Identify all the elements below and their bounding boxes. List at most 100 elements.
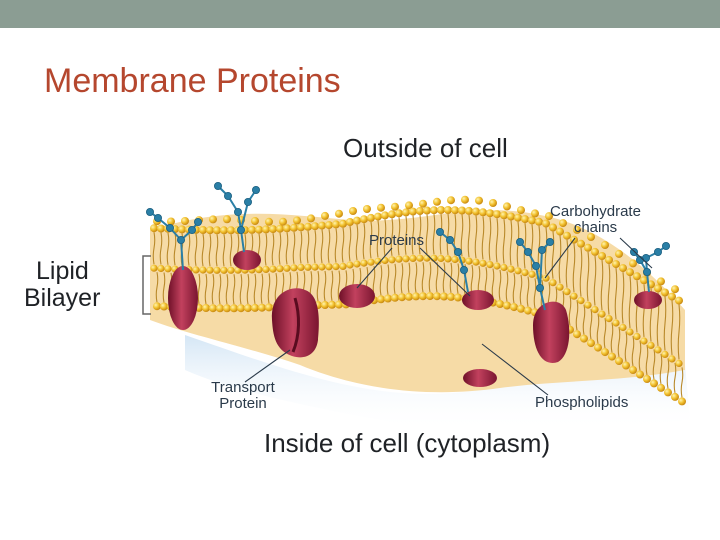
lipid-tail bbox=[341, 227, 345, 263]
lipid-head-top bbox=[458, 206, 466, 215]
lipid-head-bottom bbox=[216, 304, 224, 313]
lipid-head-top bbox=[346, 218, 354, 226]
lipid-head-top bbox=[633, 272, 641, 281]
lipid-tail bbox=[400, 263, 404, 294]
lipid-tail bbox=[610, 322, 614, 353]
lipid-head-mid bbox=[584, 301, 592, 309]
lipid-head-mid bbox=[437, 254, 445, 263]
lipid-head-top bbox=[605, 256, 613, 264]
lipid-tail bbox=[428, 262, 432, 293]
lipid-tail bbox=[187, 233, 191, 266]
lipid-tail bbox=[155, 272, 159, 303]
lipid-head-top bbox=[437, 206, 445, 214]
lipid-tail bbox=[239, 274, 243, 305]
lipid-head-top bbox=[381, 211, 389, 220]
lipid-tail bbox=[292, 231, 296, 264]
lipid-head-bottom bbox=[447, 292, 455, 301]
lipid-tail bbox=[218, 274, 222, 305]
carbohydrate-unit bbox=[662, 242, 671, 251]
lipid-head-mid bbox=[276, 265, 284, 273]
lipid-tail bbox=[530, 224, 534, 271]
lipid-head-mid bbox=[451, 255, 459, 264]
pointer-phospholipids bbox=[481, 343, 549, 396]
carbohydrate-unit bbox=[251, 186, 260, 195]
lipid-head-mid bbox=[549, 279, 557, 287]
lipid-head-top bbox=[535, 217, 543, 226]
lipid-head-mid bbox=[605, 315, 613, 323]
lipid-head-top bbox=[514, 213, 522, 222]
lipid-tail bbox=[589, 309, 593, 340]
lipid-head-mid bbox=[262, 265, 270, 273]
lipid-head-bottom bbox=[398, 293, 406, 302]
lipid-head-mid bbox=[325, 263, 333, 271]
protein-bottom bbox=[463, 369, 497, 387]
lipid-head-top bbox=[640, 276, 648, 285]
lipid-tail bbox=[162, 272, 166, 303]
lipid-head-mid bbox=[626, 328, 634, 336]
lipid-head-mid bbox=[591, 306, 599, 314]
lipid-head-mid bbox=[157, 264, 165, 273]
lipid-head-mid bbox=[318, 263, 326, 271]
lipid-head-top bbox=[626, 268, 634, 277]
carbohydrate-unit bbox=[654, 247, 663, 256]
lipid-head-mid bbox=[409, 254, 417, 262]
lipid-head-top bbox=[290, 223, 298, 232]
lipid-tail bbox=[680, 367, 684, 398]
lipid-head-top-back bbox=[307, 214, 315, 223]
membrane-illustration bbox=[142, 182, 690, 432]
lipid-head-mid bbox=[213, 266, 221, 274]
lipid-tail bbox=[362, 223, 366, 260]
lipid-head-mid bbox=[493, 262, 501, 270]
lipid-head-mid bbox=[556, 283, 564, 291]
lipid-head-bottom bbox=[454, 293, 462, 302]
lipid-head-bottom bbox=[153, 302, 161, 311]
lipid-head-top bbox=[500, 211, 508, 220]
lipid-head-bottom bbox=[265, 303, 273, 312]
lipid-tail bbox=[404, 216, 408, 255]
lipid-head-top bbox=[332, 220, 340, 229]
lipid-tail bbox=[677, 304, 681, 360]
lipid-head-mid bbox=[297, 263, 305, 271]
lipid-head-top bbox=[612, 260, 620, 269]
lipid-head-mid bbox=[199, 266, 207, 274]
carbohydrate-unit bbox=[538, 246, 547, 255]
lipid-tail bbox=[558, 235, 562, 284]
lipid-head-top bbox=[654, 284, 662, 293]
lipid-tail bbox=[502, 219, 506, 264]
lipid-head-bottom bbox=[608, 352, 616, 361]
lipid-head-mid bbox=[367, 258, 375, 266]
lipid-head-mid bbox=[374, 257, 382, 265]
lipid-tail bbox=[575, 300, 579, 331]
lipid-head-top bbox=[542, 219, 550, 228]
lipid-head-bottom bbox=[650, 379, 658, 388]
lipid-tail bbox=[285, 232, 289, 265]
carbohydrate-unit bbox=[516, 238, 525, 247]
carbohydrate-unit bbox=[193, 218, 202, 227]
lipid-head-top bbox=[269, 225, 277, 234]
lipid-head-mid bbox=[661, 350, 669, 358]
lipid-tail bbox=[614, 268, 618, 320]
label-outside-of-cell: Outside of cell bbox=[343, 133, 508, 163]
lipid-tail bbox=[635, 280, 639, 333]
lipid-head-top bbox=[367, 213, 375, 222]
lipid-tail bbox=[512, 273, 516, 304]
lipid-head-top bbox=[353, 216, 361, 225]
lipid-head-top bbox=[157, 224, 165, 233]
lipid-head-mid bbox=[206, 266, 214, 274]
lipid-head-mid bbox=[514, 267, 522, 275]
lipid-tail bbox=[523, 222, 527, 269]
transport-protein-groove bbox=[291, 297, 300, 353]
lipid-tail bbox=[645, 344, 649, 376]
lipid-head-top bbox=[584, 243, 592, 252]
lipid-head-bottom bbox=[601, 348, 609, 357]
lipid-head-top bbox=[318, 221, 326, 230]
lipid-head-top-back bbox=[475, 196, 483, 205]
lipid-head-top bbox=[206, 226, 214, 235]
carbohydrate-unit bbox=[435, 228, 444, 237]
lipid-head-top bbox=[213, 226, 221, 235]
lipid-tail bbox=[474, 215, 478, 259]
protein-far-right bbox=[634, 291, 662, 309]
lipid-tail bbox=[393, 263, 397, 294]
lipid-head-bottom bbox=[230, 304, 238, 313]
lipid-head-top bbox=[150, 224, 158, 233]
